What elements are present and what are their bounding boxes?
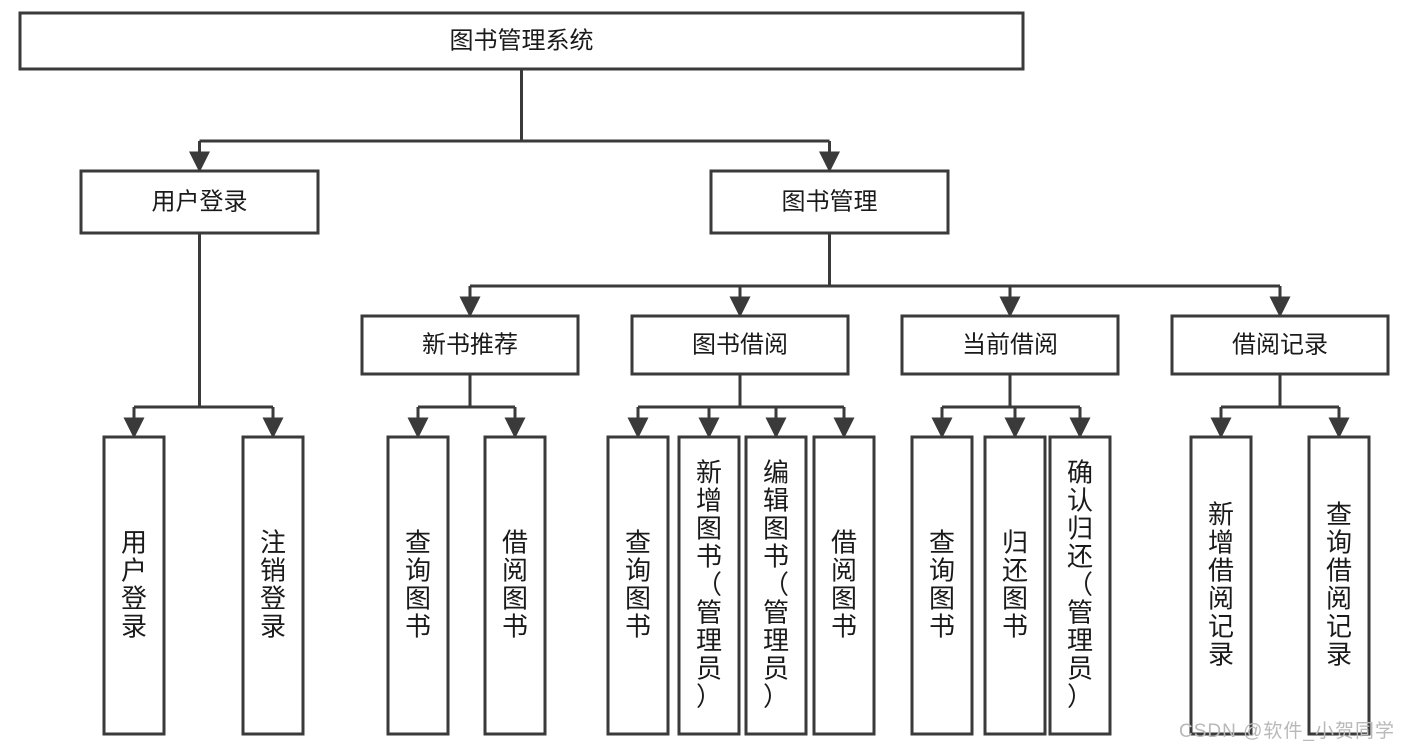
- node-book-borrow[interactable]: 图书借阅: [630, 314, 850, 376]
- node-label-current-borrow: 当前借阅: [962, 331, 1058, 358]
- node-box-root: [18, 11, 1025, 71]
- node-leaf-add-borrow-record[interactable]: 新增借阅记录: [1189, 435, 1253, 736]
- node-label-leaf-borrow-book-1: 借阅图书: [502, 528, 528, 642]
- node-label-user-login: 用户登录: [152, 188, 248, 215]
- node-label-borrow-record: 借阅记录: [1232, 331, 1328, 358]
- node-leaf-confirm-return-admin[interactable]: 确认归还（管理员）: [1048, 435, 1112, 736]
- node-label-book-borrow: 图书借阅: [692, 331, 788, 358]
- node-borrow-record[interactable]: 借阅记录: [1170, 314, 1390, 376]
- node-box-leaf-query-book-1: [386, 435, 450, 736]
- node-box-book-borrow: [630, 314, 850, 376]
- node-label-book-manage: 图书管理: [782, 188, 878, 215]
- node-label-leaf-borrow-book-2: 借阅图书: [831, 528, 857, 642]
- edge-group-book-borrow: [627, 374, 855, 439]
- edge-group-borrow-record: [1210, 374, 1350, 439]
- node-label-leaf-return-book: 归还图书: [1002, 528, 1028, 642]
- node-leaf-query-book-1[interactable]: 查询图书: [386, 435, 450, 736]
- node-leaf-borrow-book-2[interactable]: 借阅图书: [812, 435, 876, 736]
- node-box-current-borrow: [900, 314, 1120, 376]
- node-leaf-borrow-book-1[interactable]: 借阅图书: [483, 435, 547, 736]
- edge-group-new-book-recommend: [407, 374, 526, 439]
- node-root[interactable]: 图书管理系统: [18, 11, 1025, 71]
- node-label-leaf-logout: 注销登录: [260, 528, 286, 642]
- edge-group-user-login: [123, 233, 284, 439]
- node-label-leaf-query-book-2: 查询图书: [625, 528, 651, 642]
- node-leaf-return-book[interactable]: 归还图书: [983, 435, 1047, 736]
- node-label-leaf-add-borrow-record: 新增借阅记录: [1208, 500, 1234, 670]
- node-label-new-book-recommend: 新书推荐: [422, 331, 518, 358]
- node-box-leaf-add-borrow-record: [1189, 435, 1253, 736]
- node-box-leaf-return-book: [983, 435, 1047, 736]
- node-leaf-logout[interactable]: 注销登录: [241, 435, 305, 736]
- node-label-leaf-query-book-3: 查询图书: [929, 528, 955, 642]
- node-box-leaf-query-borrow-record: [1307, 435, 1371, 736]
- node-user-login[interactable]: 用户登录: [79, 169, 320, 235]
- node-box-book-manage: [709, 169, 950, 235]
- node-label-leaf-edit-book-admin: 编辑图书（管理员）: [763, 458, 789, 712]
- node-leaf-user-login[interactable]: 用户登录: [102, 435, 166, 736]
- node-leaf-query-borrow-record[interactable]: 查询借阅记录: [1307, 435, 1371, 736]
- nodes-layer: 图书管理系统用户登录图书管理新书推荐图书借阅当前借阅借阅记录用户登录注销登录查询…: [18, 11, 1390, 736]
- node-label-leaf-user-login: 用户登录: [121, 528, 147, 642]
- node-label-leaf-confirm-return-admin: 确认归还（管理员）: [1067, 458, 1093, 712]
- node-box-borrow-record: [1170, 314, 1390, 376]
- node-leaf-add-book-admin[interactable]: 新增图书（管理员）: [677, 435, 741, 736]
- node-leaf-edit-book-admin[interactable]: 编辑图书（管理员）: [744, 435, 808, 736]
- node-new-book-recommend[interactable]: 新书推荐: [360, 314, 580, 376]
- edge-group-root: [189, 69, 840, 173]
- node-box-leaf-query-book-3: [910, 435, 974, 736]
- node-box-leaf-query-book-2: [606, 435, 670, 736]
- node-box-leaf-borrow-book-1: [483, 435, 547, 736]
- node-current-borrow[interactable]: 当前借阅: [900, 314, 1120, 376]
- node-box-new-book-recommend: [360, 314, 580, 376]
- node-label-leaf-query-borrow-record: 查询借阅记录: [1326, 500, 1352, 670]
- node-label-root: 图书管理系统: [450, 27, 594, 54]
- node-label-leaf-add-book-admin: 新增图书（管理员）: [696, 458, 722, 712]
- node-box-leaf-confirm-return-admin: [1048, 435, 1112, 736]
- node-book-manage[interactable]: 图书管理: [709, 169, 950, 235]
- edge-group-current-borrow: [931, 374, 1091, 439]
- edges-layer: [123, 69, 1350, 439]
- node-box-leaf-user-login: [102, 435, 166, 736]
- node-leaf-query-book-3[interactable]: 查询图书: [910, 435, 974, 736]
- node-label-leaf-query-book-1: 查询图书: [405, 528, 431, 642]
- edge-group-book-manage: [459, 233, 1291, 318]
- node-leaf-query-book-2[interactable]: 查询图书: [606, 435, 670, 736]
- node-box-user-login: [79, 169, 320, 235]
- node-box-leaf-borrow-book-2: [812, 435, 876, 736]
- node-box-leaf-edit-book-admin: [744, 435, 808, 736]
- node-box-leaf-add-book-admin: [677, 435, 741, 736]
- node-box-leaf-logout: [241, 435, 305, 736]
